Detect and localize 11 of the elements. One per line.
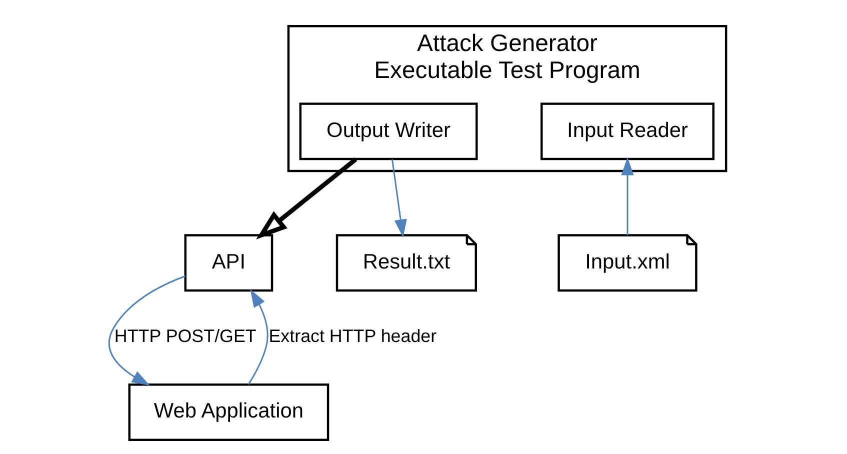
arrow	[391, 159, 407, 238]
node-box: Output Writer	[299, 102, 478, 160]
node-box: Input Reader	[540, 102, 714, 160]
edge-label: HTTP POST/GET	[114, 326, 256, 346]
node-box: API	[184, 234, 274, 292]
edge-label: Extract HTTP header	[268, 326, 437, 346]
arrow	[108, 275, 186, 386]
node-box: Web Application	[128, 383, 330, 441]
arrow	[248, 289, 268, 385]
arrow	[621, 157, 634, 236]
arrow	[256, 157, 358, 240]
